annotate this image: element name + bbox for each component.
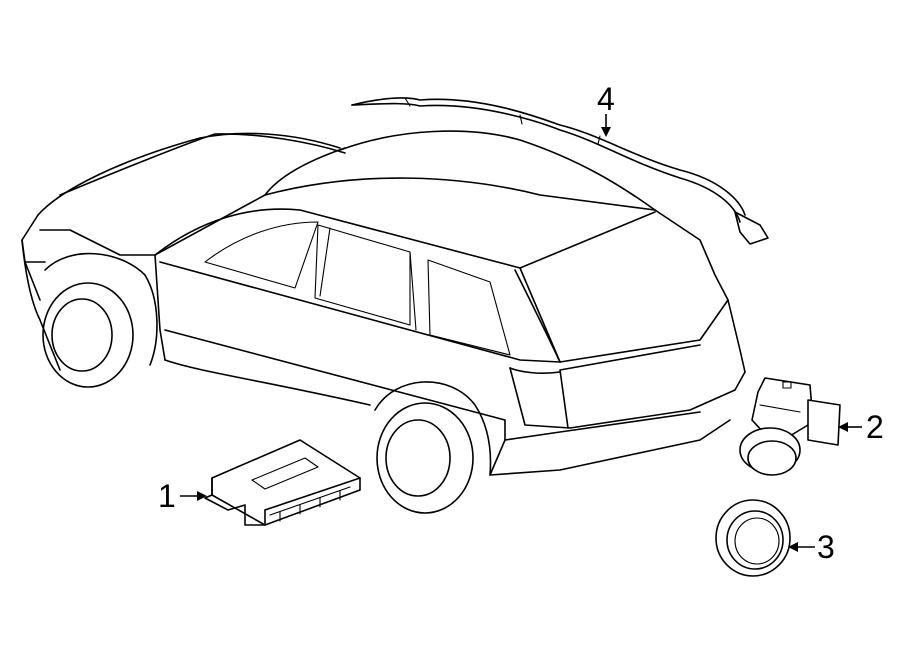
callout-2-label: 2 [866,409,884,445]
callout-4-label: 4 [597,81,615,117]
control-module-part [204,439,361,526]
callout-1: 1 [158,478,207,514]
callout-3-label: 3 [817,529,835,565]
wiring-harness-part [351,97,769,245]
callout-2: 2 [838,409,884,445]
callout-1-label: 1 [158,478,176,514]
callout-4: 4 [597,81,615,137]
park-assist-sensor-part [739,377,841,476]
callout-3: 3 [788,529,835,565]
vehicle-illustration [21,130,746,514]
sensor-bezel-part [715,499,791,577]
